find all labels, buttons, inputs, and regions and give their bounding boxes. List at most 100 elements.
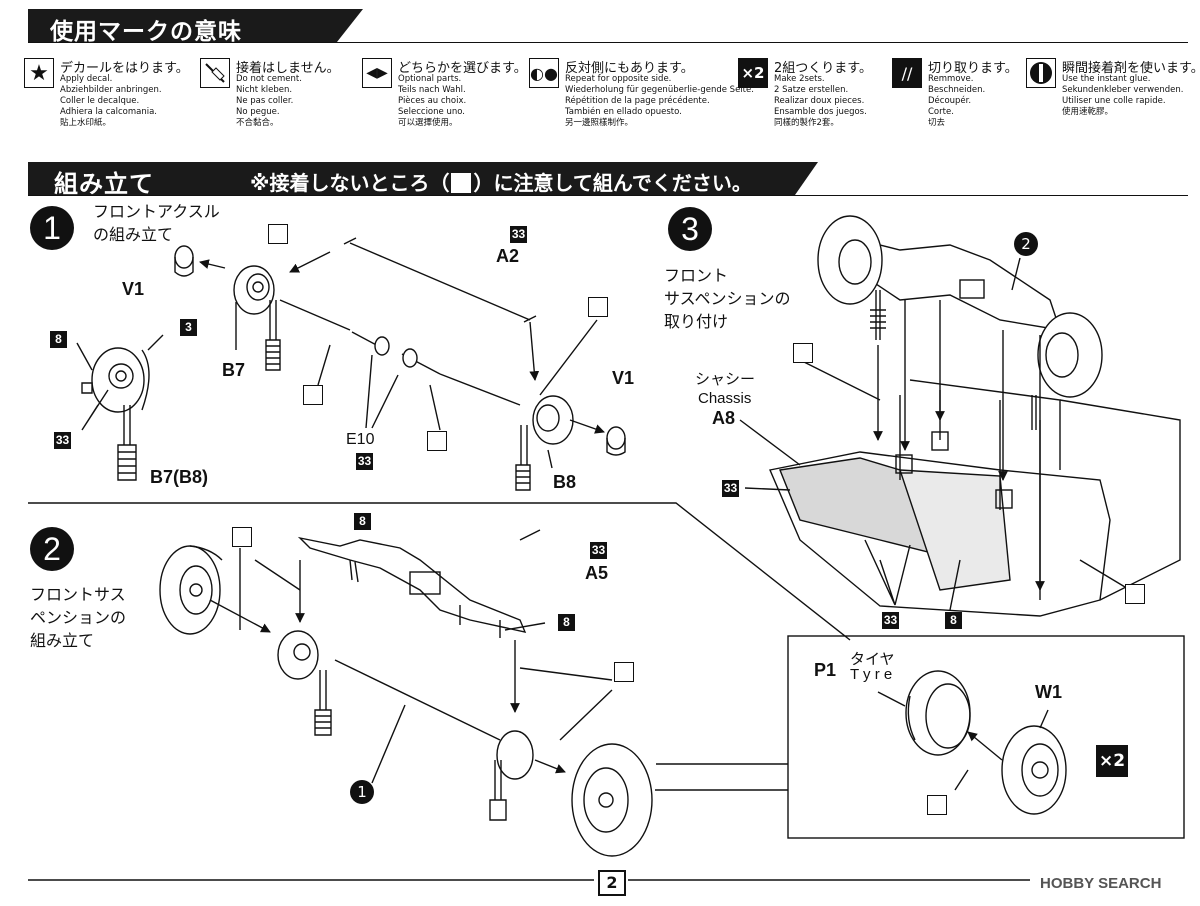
part-number-8: 8 [558,614,575,631]
legend-line: 切去 [928,118,946,128]
instant-glue-icon [1026,58,1056,88]
step-title-line: 取り付け [664,312,729,331]
legend-line: Seleccione uno. [398,107,465,117]
no-cement-icon [232,527,252,547]
step-3-number: 3 [668,207,712,251]
label-v1-right: V1 [612,368,635,388]
part-number-33: 33 [510,226,527,243]
assembly-header: 組み立て ※接着しないところ（ ）に注意して組んでください。 [28,162,818,196]
no-cement-icon [793,343,813,363]
no-cement-icon [303,385,323,405]
legend-line: Abziehbilder anbringen. [60,85,162,95]
marks-header-title: 使用マークの意味 [50,19,242,45]
legend-title: どちらかを選びます。 [398,61,527,76]
label-tyre-jp: タイヤ [850,650,895,668]
part-number-8: 8 [945,612,962,629]
label-chassis-en: Chassis [698,390,752,407]
legend-title: 2組つくります。 [774,61,872,76]
label-v1-left: V1 [122,279,145,299]
no-cement-icon [614,662,634,682]
label-b7: B7 [222,360,246,380]
label-a2: A2 [496,246,520,266]
step-3-title: フロント サスペンションの 取り付け [664,264,791,333]
label-a8: A8 [712,408,736,428]
part-number-33: 33 [590,542,607,559]
legend-line: Optional parts. [398,74,462,84]
part-number-33: 33 [54,432,71,449]
step-2-reference: 2 [1014,232,1038,256]
marks-header: 使用マークの意味 [28,9,363,43]
step-1-number: 1 [30,206,74,250]
legend-line: Remmove. [928,74,974,84]
label-p1: P1 [814,660,837,680]
legend-line: Utiliser une colle rapide. [1062,96,1166,106]
legend-line: Do not cement. [236,74,302,84]
watermark: HOBBY SEARCH [1040,875,1162,892]
divider [28,195,1188,196]
legend-line: Sekundenkleber verwenden. [1062,85,1184,95]
legend-line: 另一邊照樣制作。 [565,118,634,128]
star-decal-icon: ★ [24,58,54,88]
assembly-note-before: ※接着しないところ（ [250,171,450,195]
no-cement-icon [268,224,288,244]
step-title-line: フロントアクスル [93,202,220,221]
legend-line: Découpér. [928,96,972,106]
legend-title: 切り取ります。 [928,61,1018,76]
legend-line: Ensamble dos juegos. [774,107,867,117]
no-cement-icon [200,58,230,88]
assembly-note: ※接着しないところ（ ）に注意して組んでください。 [250,167,752,196]
legend-line: Apply decal. [60,74,113,84]
legend-line: 使用速乾膠。 [1062,107,1114,117]
make-two-mark: ×2 [1096,745,1128,777]
legend-line: 2 Satze erstellen. [774,85,849,95]
legend-line: Beschneiden. [928,85,986,95]
legend-line: Répétition de la page précédente. [565,96,710,106]
label-w1: W1 [1035,682,1062,702]
legend-line: Adhiera la calcomania. [60,107,157,117]
no-cement-icon [427,431,447,451]
legend-line: 不合黏合。 [236,118,279,128]
label-e10: E10 [346,431,375,448]
step-title-line: 組み立て [30,631,95,650]
label-b7b8: B7(B8) [150,467,209,487]
legend-line: Ne pas coller. [236,96,294,106]
page-number: 2 [598,870,626,896]
step-2-number: 2 [30,527,74,571]
legend-line: Make 2sets. [774,74,825,84]
step-title-line: フロントサス [30,585,126,604]
assembly-header-title: 組み立て [54,170,154,198]
legend-title: 瞬間接着剤を使います。 [1062,61,1200,76]
cut-off-icon: // [892,58,922,88]
step-title-line: の組み立て [93,225,174,244]
legend-line: 可以選擇使用。 [398,118,458,128]
step-title-line: サスペンションの [664,289,791,308]
part-number-33: 33 [356,453,373,470]
no-cement-icon [1125,584,1145,604]
legend-line: Coller le decalque. [60,96,140,106]
label-tyre-en: T y r e [850,666,893,683]
part-number-8: 8 [50,331,67,348]
legend-line: Repeat for opposite side. [565,74,672,84]
assembly-note-after: ）に注意して組んでください。 [473,171,752,195]
legend-line: Wiederholung für gegenüberlie-gende Seit… [565,85,754,95]
make-two-icon: ×2 [738,58,768,88]
opposite-side-icon: ◐● [529,58,559,88]
part-number-33: 33 [882,612,899,629]
legend-line: Realizar doux pieces. [774,96,865,106]
part-number-8: 8 [354,513,371,530]
legend-line: Nicht kleben. [236,85,293,95]
legend-title: 接着はしません。 [236,61,340,76]
no-cement-icon [588,297,608,317]
step-1-reference: 1 [350,780,374,804]
legend-title: デカールをはります。 [60,61,189,76]
legend-title: 反対側にもあります。 [565,61,694,76]
legend-line: Teils nach Wahl. [398,85,466,95]
legend-line: Pièces au choix. [398,96,467,106]
legend-line: No pegue. [236,107,280,117]
optional-arrows-icon: ◀▶ [362,58,392,88]
make-two-mark: ×2 [741,64,765,82]
part-number-33: 33 [722,480,739,497]
label-b8: B8 [553,472,577,492]
legend-line: 同樣的製作2套。 [774,118,839,128]
